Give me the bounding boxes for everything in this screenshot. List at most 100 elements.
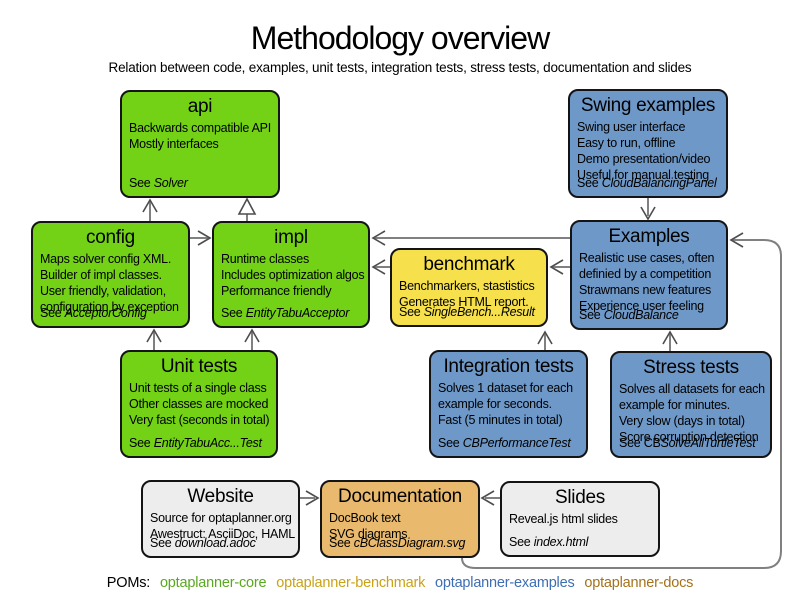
pom-optaplanner-core: optaplanner-core — [159, 575, 267, 591]
arrowhead-integration-to-examples — [537, 330, 553, 345]
arrowhead-swing-to-examples — [640, 206, 656, 221]
text-line: example for minutes. — [619, 398, 731, 412]
see-prefix: See — [579, 308, 604, 322]
see-prefix: See CB — [619, 436, 661, 450]
box-config-title: config — [86, 227, 135, 248]
box-config: config Maps solver config XML. Builder o… — [31, 221, 190, 328]
see-class-name: SingleBench...Result — [423, 305, 535, 319]
poms-label: POMs: — [106, 575, 151, 591]
box-api-body: Backwards compatible API Mostly interfac… — [122, 120, 278, 152]
box-swing-examples-body: Swing user interface Easy to run, offlin… — [570, 119, 726, 183]
text-line: Solves 1 dataset for each — [438, 381, 573, 395]
arrowhead-website-to-documentation — [305, 490, 320, 506]
box-integration-tests-title: Integration tests — [443, 356, 574, 377]
see-prefix: See — [329, 536, 354, 550]
see-prefix: See — [438, 436, 463, 450]
box-slides-body: Reveal.js html slides — [502, 511, 658, 527]
box-swing-examples-title: Swing examples — [580, 95, 716, 116]
box-benchmark-body: Benchmarkers, stastistics Generates HTML… — [392, 278, 546, 310]
text-line: Other classes are mocked — [129, 397, 269, 411]
box-documentation-title: Documentation — [338, 486, 462, 507]
arrowhead-config-to-impl — [197, 230, 212, 246]
text-line: Backwards compatible API — [129, 121, 271, 135]
box-impl-body: Runtime classes Includes optimization al… — [214, 251, 368, 299]
box-website: Website Source for optaplanner.org Awest… — [141, 480, 300, 558]
poms-footer: POMs: optaplanner-core optaplanner-bench… — [0, 575, 800, 591]
text-line: definied by a competition — [579, 267, 712, 281]
box-integration-tests-body: Solves 1 dataset for each example for se… — [431, 380, 586, 428]
text-line: Maps solver config XML. — [40, 252, 172, 266]
text-line: Benchmarkers, stastistics — [399, 279, 535, 293]
box-integration-tests: Integration tests Solves 1 dataset for e… — [429, 350, 588, 458]
see-class-name: EntityTabuAcc...Test — [153, 436, 262, 450]
text-line: Useful for manual testing — [577, 168, 710, 182]
text-line: Mostly interfaces — [129, 137, 219, 151]
box-documentation-see: See cBClassDiagram.svg — [329, 535, 465, 551]
see-prefix: See — [40, 306, 65, 320]
text-line: Experience user feeling — [579, 299, 704, 313]
text-line: Builder of impl classes. — [40, 268, 162, 282]
box-website-title: Website — [187, 486, 254, 507]
box-benchmark: benchmark Benchmarkers, stastistics Gene… — [390, 248, 548, 327]
pom-optaplanner-docs: optaplanner-docs — [584, 575, 694, 591]
text-line: configuration by exception — [40, 300, 179, 314]
arrowhead-examples-to-impl — [371, 230, 386, 246]
box-config-body: Maps solver config XML. Builder of impl … — [33, 251, 188, 315]
text-line: Score corruption detection — [619, 430, 759, 444]
box-api: api Backwards compatible API Mostly inte… — [120, 90, 280, 198]
text-line: Reveal.js html slides — [509, 512, 618, 526]
page-title: Methodology overview — [250, 20, 550, 56]
text-line: DocBook text — [329, 511, 401, 525]
box-stress-tests-body: Solves all datasets for each example for… — [612, 381, 770, 445]
arrowhead-unittests-to-config — [146, 328, 162, 343]
see-prefix: See — [221, 306, 246, 320]
text-line: Easy to run, offline — [577, 136, 676, 150]
box-website-body: Source for optaplanner.org Awestruct: As… — [143, 510, 298, 542]
see-prefix: See — [399, 305, 424, 319]
text-line: example for seconds. — [438, 397, 552, 411]
see-class-name: index.html — [533, 535, 589, 549]
box-slides-see: See index.html — [509, 534, 588, 550]
box-stress-tests: Stress tests Solves all datasets for eac… — [610, 351, 772, 458]
arrowhead-stress-to-examples — [662, 330, 678, 345]
text-line: Includes optimization algos — [221, 268, 365, 282]
box-impl-see: See EntityTabuAcceptor — [221, 305, 349, 321]
arrowhead-config-to-api — [142, 198, 158, 213]
see-class-name: CloudBalancingPanel — [601, 176, 717, 190]
text-line: Realistic use cases, often — [579, 251, 715, 265]
text-line: Runtime classes — [221, 252, 309, 266]
arrowhead-impl-to-api-triangle — [237, 197, 257, 215]
see-prefix: See — [129, 436, 154, 450]
box-examples-body: Realistic use cases, often definied by a… — [572, 250, 726, 314]
page-subtitle: Relation between code, examples, unit te… — [108, 60, 692, 75]
arrowhead-documentation-to-examples — [729, 232, 744, 248]
box-benchmark-title: benchmark — [423, 254, 515, 275]
box-unit-tests-body: Unit tests of a single class Other class… — [122, 380, 276, 428]
arrowhead-examples-to-benchmark — [549, 259, 564, 275]
arrowhead-benchmark-to-impl — [371, 259, 386, 275]
box-impl-title: impl — [274, 227, 308, 248]
arrowhead-unittests-to-impl — [244, 328, 260, 343]
arrow-documentation-to-examples-line — [461, 239, 782, 569]
box-examples-title: Examples — [608, 226, 690, 247]
text-line: Very slow (days in total) — [619, 414, 745, 428]
text-line: Demo presentation/video — [577, 152, 711, 166]
text-line: Source for optaplanner.org — [150, 511, 292, 525]
box-examples-see: See CloudBalance — [579, 307, 679, 323]
see-class-name: download.adoc — [174, 536, 256, 550]
text-line: Awestruct: AsciiDoc, HAML — [150, 527, 295, 541]
text-line: User friendly, validation, — [40, 284, 166, 298]
box-benchmark-see: See SingleBench...Result — [399, 304, 535, 320]
pom-optaplanner-benchmark: optaplanner-benchmark — [276, 575, 426, 591]
see-class-name: EntityTabuAcceptor — [245, 306, 350, 320]
see-prefix: See — [509, 535, 534, 549]
box-documentation: Documentation DocBook text SVG diagrams … — [320, 480, 480, 558]
box-stress-tests-title: Stress tests — [643, 357, 739, 378]
box-swing-examples-see: See CloudBalancingPanel — [577, 175, 717, 191]
see-class-name: cBClassDiagram.svg — [353, 536, 466, 550]
text-line: Swing user interface — [577, 120, 686, 134]
box-documentation-body: DocBook text SVG diagrams — [322, 510, 478, 542]
box-impl: impl Runtime classes Includes optimizati… — [212, 221, 370, 328]
box-unit-tests: Unit tests Unit tests of a single class … — [120, 350, 278, 458]
